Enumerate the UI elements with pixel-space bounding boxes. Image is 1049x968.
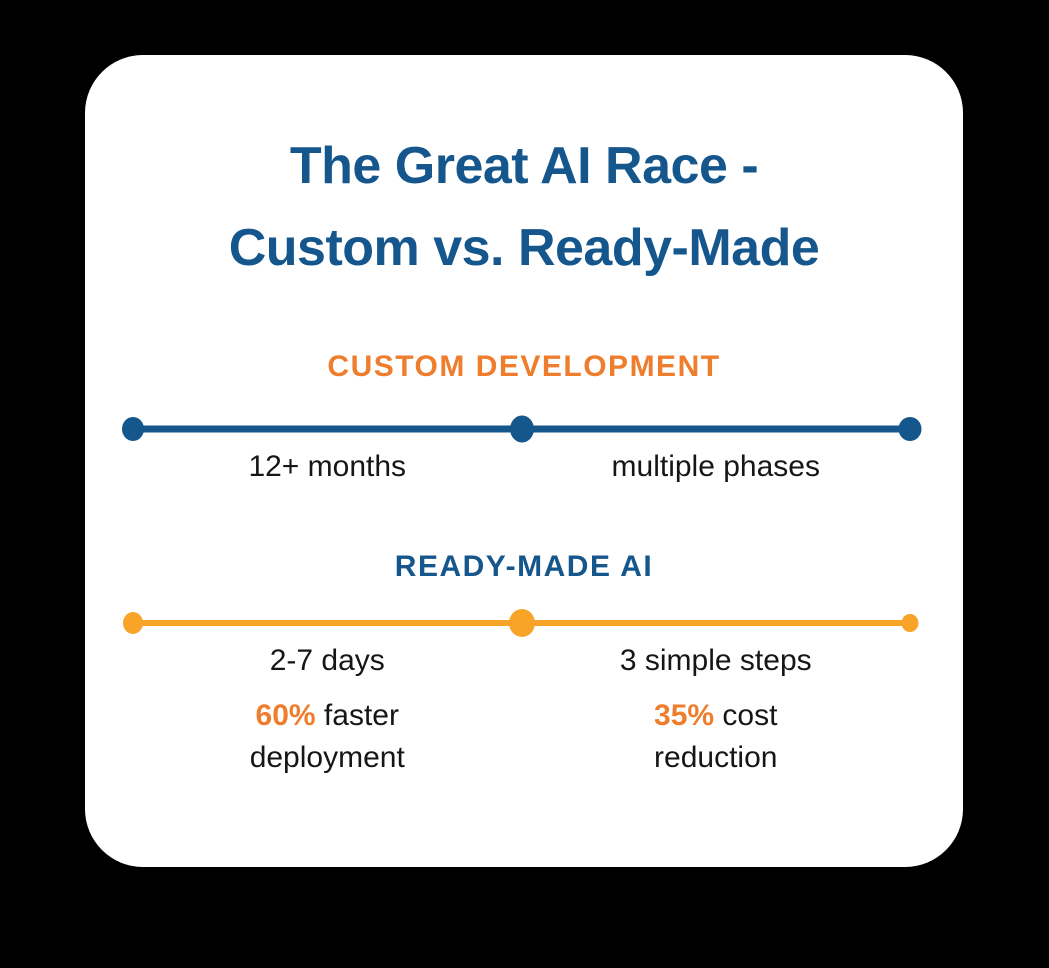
title-line-1: The Great AI Race - — [289, 137, 759, 195]
ready-made-ai-timeline — [123, 609, 919, 637]
custom-development-timeline — [122, 415, 922, 443]
ready-made-ai-heading: READY-MADE AI — [394, 550, 654, 583]
custom-development-milestones: 12+ months multiple phases — [133, 449, 910, 485]
milestone-label: 3 simple steps — [619, 644, 812, 677]
stat-label: cost reduction — [654, 699, 778, 774]
timeline-dot-middle — [509, 415, 534, 443]
ready-made-ai-stats: 60% faster deployment 35% cost reduction — [133, 695, 910, 779]
page-title: The Great AI Race - Custom vs. Ready-Mad… — [85, 125, 963, 289]
timeline-dot-start — [123, 612, 143, 634]
stat-text: 60% faster deployment — [207, 695, 447, 779]
title-line-2: Custom vs. Ready-Made — [228, 219, 820, 277]
timeline-dot-middle — [508, 609, 535, 637]
timeline-dot-end — [898, 417, 922, 441]
stat-faster-deployment: 60% faster deployment — [133, 695, 522, 779]
stat-cost-reduction: 35% cost reduction — [522, 695, 911, 779]
custom-development-heading: CUSTOM DEVELOPMENT — [327, 350, 721, 383]
ready-made-ai-milestones: 2-7 days 3 simple steps — [133, 643, 910, 679]
milestone-label: multiple phases — [611, 450, 820, 483]
milestone-label: 12+ months — [248, 450, 407, 483]
milestone-label: 2-7 days — [269, 644, 385, 677]
stat-text: 35% cost reduction — [596, 695, 836, 779]
stat-value: 60% — [255, 699, 316, 732]
stat-label: faster deployment — [249, 699, 405, 774]
timeline-dot-start — [122, 417, 144, 441]
timeline-dot-end — [901, 614, 919, 632]
infographic-card: The Great AI Race - Custom vs. Ready-Mad… — [85, 55, 963, 867]
stat-value: 35% — [654, 699, 715, 732]
